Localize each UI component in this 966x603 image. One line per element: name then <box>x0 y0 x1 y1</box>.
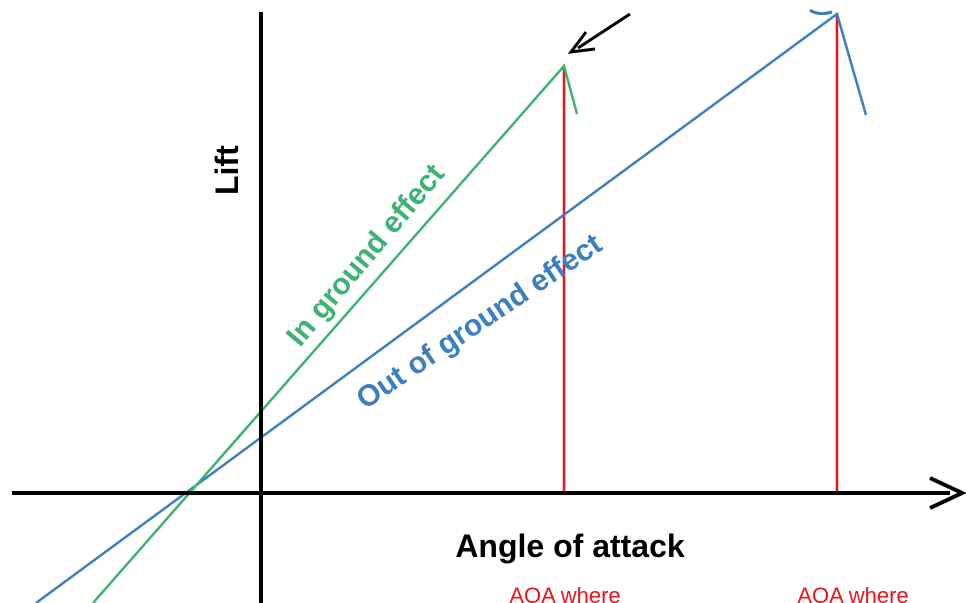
out-of-ground-effect-label: Out of ground effect <box>350 227 607 416</box>
cropped-callout-hook <box>809 8 833 16</box>
out-of-ground-effect-curve <box>35 11 868 603</box>
x-axis-arrowhead <box>929 476 966 510</box>
aoa-caption-left: AOA where <box>509 583 620 603</box>
in-ground-effect-curve <box>92 63 579 603</box>
y-axis-title: Lift <box>209 145 245 195</box>
callout-arrowhead <box>567 31 596 54</box>
x-axis-title: Angle of attack <box>455 528 685 564</box>
in-ground-effect-label: In ground effect <box>280 158 451 353</box>
aoa-caption-right: AOA where <box>797 583 908 603</box>
callout-arrow <box>577 12 631 50</box>
